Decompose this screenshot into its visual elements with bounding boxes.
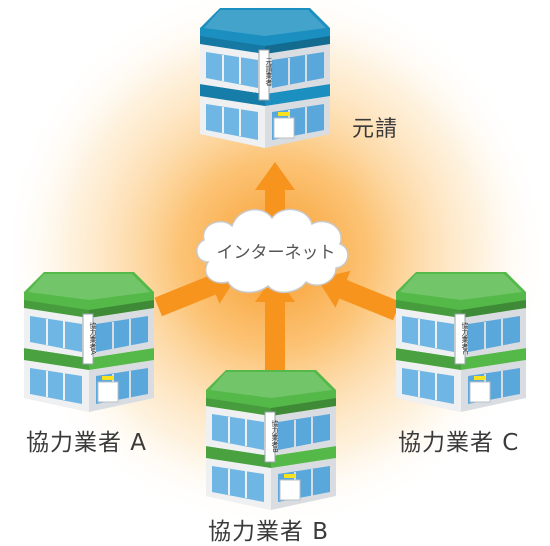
sign-top: 元請業者 — [265, 58, 273, 87]
sign-a: 協力業者A — [89, 321, 97, 355]
sign-c: 協力業者C — [461, 321, 469, 355]
cloud-label: インターネット — [216, 243, 336, 263]
label-partner-a: 協力業者 A — [26, 430, 148, 456]
label-prime-contractor: 元請 — [352, 117, 399, 142]
sign-b: 協力業者B — [271, 419, 279, 453]
label-partner-b: 協力業者 B — [208, 519, 330, 545]
label-partner-c: 協力業者 C — [398, 430, 520, 456]
cloud-icon — [196, 208, 349, 294]
